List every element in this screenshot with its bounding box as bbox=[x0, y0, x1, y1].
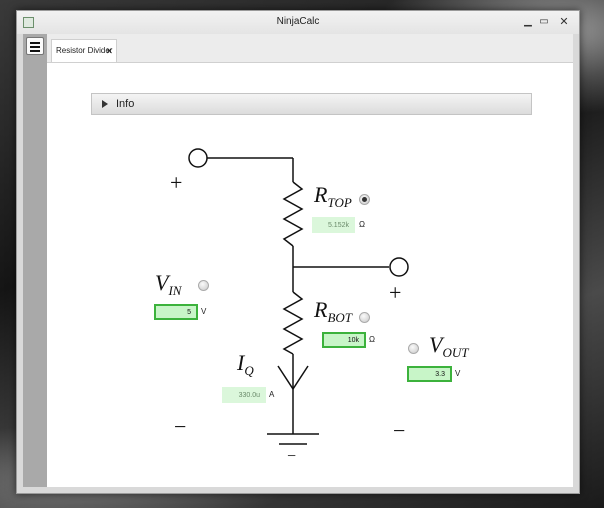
vout-plus-sign: + bbox=[389, 280, 402, 305]
app-content: Resistor Divider ✕ Info bbox=[23, 34, 573, 487]
rtop-label: RTOP bbox=[314, 182, 352, 210]
rtop-output-radio[interactable] bbox=[359, 194, 370, 205]
rbot-unit: Ω bbox=[369, 335, 375, 344]
rbot-output-radio[interactable] bbox=[359, 312, 370, 323]
vin-minus-sign: − bbox=[174, 414, 187, 439]
tab-resistor-divider[interactable]: Resistor Divider ✕ bbox=[51, 39, 117, 62]
iq-value-field[interactable]: 330.0u bbox=[222, 387, 266, 403]
info-expander[interactable]: Info bbox=[91, 93, 532, 115]
tab-strip: Resistor Divider ✕ bbox=[47, 34, 573, 63]
iq-unit: A bbox=[269, 390, 275, 399]
rbot-resistor-symbol bbox=[282, 291, 304, 355]
app-icon bbox=[23, 17, 34, 28]
vin-unit: V bbox=[201, 307, 207, 316]
rtop-unit: Ω bbox=[359, 220, 365, 229]
hamburger-menu-button[interactable] bbox=[26, 37, 44, 55]
expand-triangle-icon bbox=[102, 100, 108, 108]
app-window: NinjaCalc ▁ ▭ ✕ Resistor Divider ✕ Info bbox=[16, 10, 580, 494]
resistor-divider-schematic bbox=[188, 148, 409, 445]
tab-close-icon[interactable]: ✕ bbox=[105, 46, 113, 56]
rtop-value-field[interactable]: 5.152k bbox=[312, 217, 355, 233]
vout-output-radio[interactable] bbox=[408, 343, 419, 354]
minimize-button[interactable]: ▁ bbox=[524, 16, 532, 27]
vout-unit: V bbox=[455, 369, 461, 378]
close-button[interactable]: ✕ bbox=[559, 16, 569, 28]
hamburger-icon bbox=[30, 42, 40, 44]
window-title: NinjaCalc bbox=[276, 16, 320, 27]
vin-value-input[interactable]: 5 bbox=[154, 304, 198, 320]
hamburger-icon bbox=[30, 46, 40, 48]
vin-terminal bbox=[188, 148, 208, 168]
title-bar[interactable]: NinjaCalc ▁ ▭ ✕ bbox=[17, 11, 579, 34]
sidebar bbox=[23, 34, 47, 487]
vout-label: VOUT bbox=[429, 332, 469, 360]
maximize-button[interactable]: ▭ bbox=[539, 16, 549, 27]
vin-output-radio[interactable] bbox=[198, 280, 209, 291]
vout-terminal bbox=[389, 257, 409, 277]
rbot-label: RBOT bbox=[314, 297, 353, 325]
info-label: Info bbox=[116, 98, 135, 110]
rtop-resistor-symbol bbox=[282, 181, 304, 247]
rbot-value-input[interactable]: 10k bbox=[322, 332, 366, 348]
vin-plus-sign: + bbox=[170, 170, 183, 195]
tab-label: Resistor Divider bbox=[56, 46, 113, 55]
ground-minus-sign: − bbox=[287, 448, 297, 465]
current-arrow-icon bbox=[277, 365, 309, 391]
iq-label: IQ bbox=[237, 350, 254, 378]
hamburger-icon bbox=[30, 50, 40, 52]
vout-value-input[interactable]: 3.3 bbox=[407, 366, 452, 382]
vout-minus-sign: − bbox=[393, 418, 406, 443]
vin-label: VIN bbox=[155, 270, 182, 298]
